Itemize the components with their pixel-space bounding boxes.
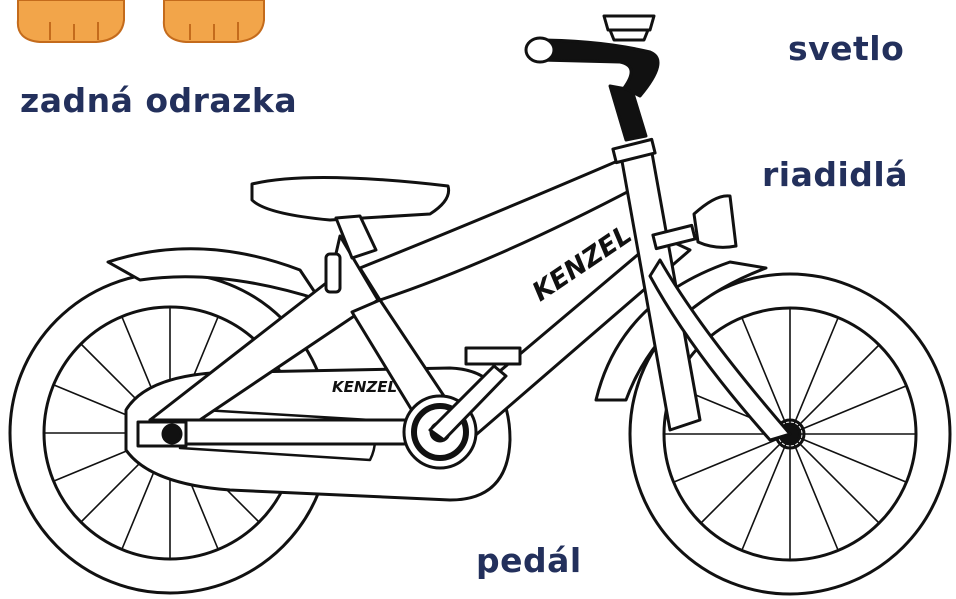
chain-guard-brand: KENZEL: [332, 378, 397, 396]
handlebar: [526, 16, 658, 140]
rear-fender: [108, 249, 320, 300]
rear-reflector: [326, 254, 340, 292]
label-pedal: pedál: [476, 544, 582, 577]
mascot-feet: [18, 0, 264, 42]
label-svetlo: svetlo: [788, 32, 904, 65]
headlight: [694, 196, 736, 248]
label-riadidla: riadidlá: [762, 158, 908, 191]
mascot-left-foot: [18, 0, 124, 42]
label-zadna-odrazka: zadná odrazka: [20, 84, 297, 117]
pedal: [466, 348, 520, 364]
